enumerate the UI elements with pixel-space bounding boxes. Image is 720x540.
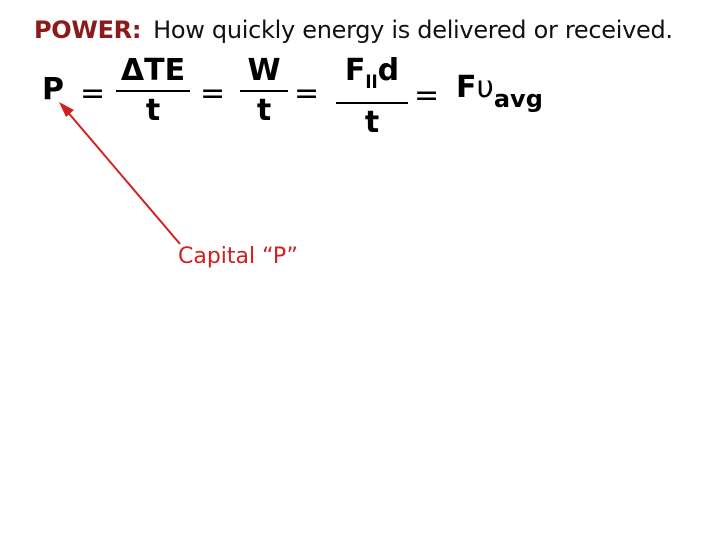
arrow-line <box>65 109 181 245</box>
force-symbol: F <box>344 53 366 88</box>
fraction-numerator: ΔTE <box>120 53 186 88</box>
avg-subscript: avg <box>493 85 543 113</box>
fraction-bar <box>116 90 190 92</box>
fraction-work-over-time: W t <box>240 54 288 128</box>
velocity-symbol: υ <box>476 70 494 105</box>
equals-sign-4: = <box>414 78 440 113</box>
slide-title: POWER: How quickly energy is delivered or… <box>34 16 673 44</box>
title-keyword: POWER: <box>34 16 142 44</box>
force-symbol: F <box>456 70 477 105</box>
fraction-denominator: t <box>256 93 272 128</box>
equals-sign-3: = <box>294 76 320 111</box>
fraction-numerator: W <box>247 53 281 88</box>
fraction-numerator: Flld <box>336 54 408 100</box>
equals-sign-2: = <box>200 76 226 111</box>
fraction-denominator: t <box>145 93 161 128</box>
fraction-bar <box>240 90 288 92</box>
fraction-energy-over-time: ΔTE t <box>116 54 190 128</box>
title-text: How quickly energy is delivered or recei… <box>153 16 673 44</box>
formula-rhs: Fυavg <box>456 70 543 113</box>
callout-label: Capital “P” <box>178 244 298 269</box>
equals-sign-1: = <box>80 76 106 111</box>
arrow-head-icon <box>59 102 74 117</box>
fraction-denominator: t <box>364 105 380 140</box>
fraction-bar <box>336 102 408 104</box>
distance-symbol: d <box>377 53 400 88</box>
fraction-force-distance-over-time: Flld t <box>336 54 408 140</box>
parallel-subscript: ll <box>365 72 378 93</box>
formula-lhs: P <box>42 72 64 107</box>
